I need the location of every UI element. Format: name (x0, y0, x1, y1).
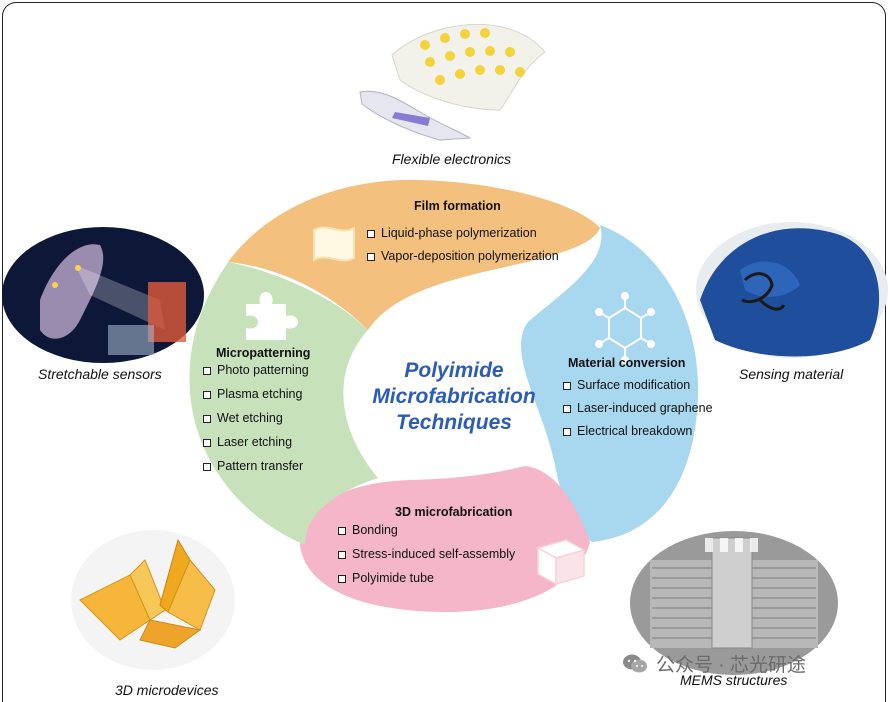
center-title-line-1: Polyimide (404, 359, 504, 382)
petal-material-conversion (520, 225, 699, 542)
caption-mems-structures: MEMS structures (680, 672, 788, 688)
caption-3d-microdevices: 3D microdevices (115, 682, 219, 698)
petal-film-formation (228, 179, 600, 330)
list-item: Liquid-phase polymerization (367, 226, 559, 240)
list-item: Laser-induced graphene (563, 401, 713, 415)
caption-stretchable-sensors: Stretchable sensors (38, 366, 162, 382)
stretchable-sensors-image (2, 227, 204, 363)
film-formation-title: Film formation (414, 199, 501, 213)
petal-3d-microfabrication (300, 466, 590, 613)
film-formation-list: Liquid-phase polymerization Vapor-deposi… (367, 226, 559, 263)
list-item: Wet etching (203, 411, 309, 425)
list-item: Bonding (338, 523, 515, 537)
material-conversion-list: Surface modification Laser-induced graph… (563, 378, 713, 438)
center-title: Polyimide Microfabrication Techniques (356, 358, 552, 436)
wechat-icon (623, 654, 647, 672)
list-item: Plasma etching (203, 387, 309, 401)
list-item: Surface modification (563, 378, 713, 392)
list-item: Polyimide tube (338, 571, 515, 585)
molecule-icon (595, 292, 655, 364)
3d-microfabrication-title: 3D microfabrication (395, 505, 513, 519)
3d-microfabrication-list: Bonding Stress-induced self-assembly Pol… (338, 523, 515, 585)
list-item: Pattern transfer (203, 459, 309, 473)
center-title-line-3: Techniques (396, 411, 512, 434)
puzzle-piece-icon (246, 292, 298, 340)
watermark: 公众号 · 芯光研途 (622, 650, 806, 677)
material-conversion-title: Material conversion (568, 356, 686, 370)
cube-icon (536, 539, 586, 586)
list-item: Electrical breakdown (563, 424, 713, 438)
watermark-text: 公众号 · 芯光研途 (656, 655, 806, 676)
mems-structures-image (630, 531, 838, 675)
3d-microdevices-image (71, 530, 235, 670)
list-item: Stress-induced self-assembly (338, 547, 515, 561)
center-title-line-2: Microfabrication (372, 385, 536, 408)
list-item: Laser etching (203, 435, 309, 449)
sensing-material-image (696, 222, 888, 358)
caption-flexible-electronics: Flexible electronics (392, 151, 512, 167)
micropatterning-list: Photo patterning Plasma etching Wet etch… (203, 363, 309, 473)
micropatterning-title: Micropatterning (216, 346, 311, 360)
flexible-electronics-image (359, 24, 546, 141)
caption-sensing-material: Sensing material (739, 366, 844, 382)
petal-micropatterning (189, 262, 378, 545)
list-item: Photo patterning (203, 363, 309, 377)
film-sheet-icon (313, 226, 355, 262)
list-item: Vapor-deposition polymerization (367, 249, 559, 263)
